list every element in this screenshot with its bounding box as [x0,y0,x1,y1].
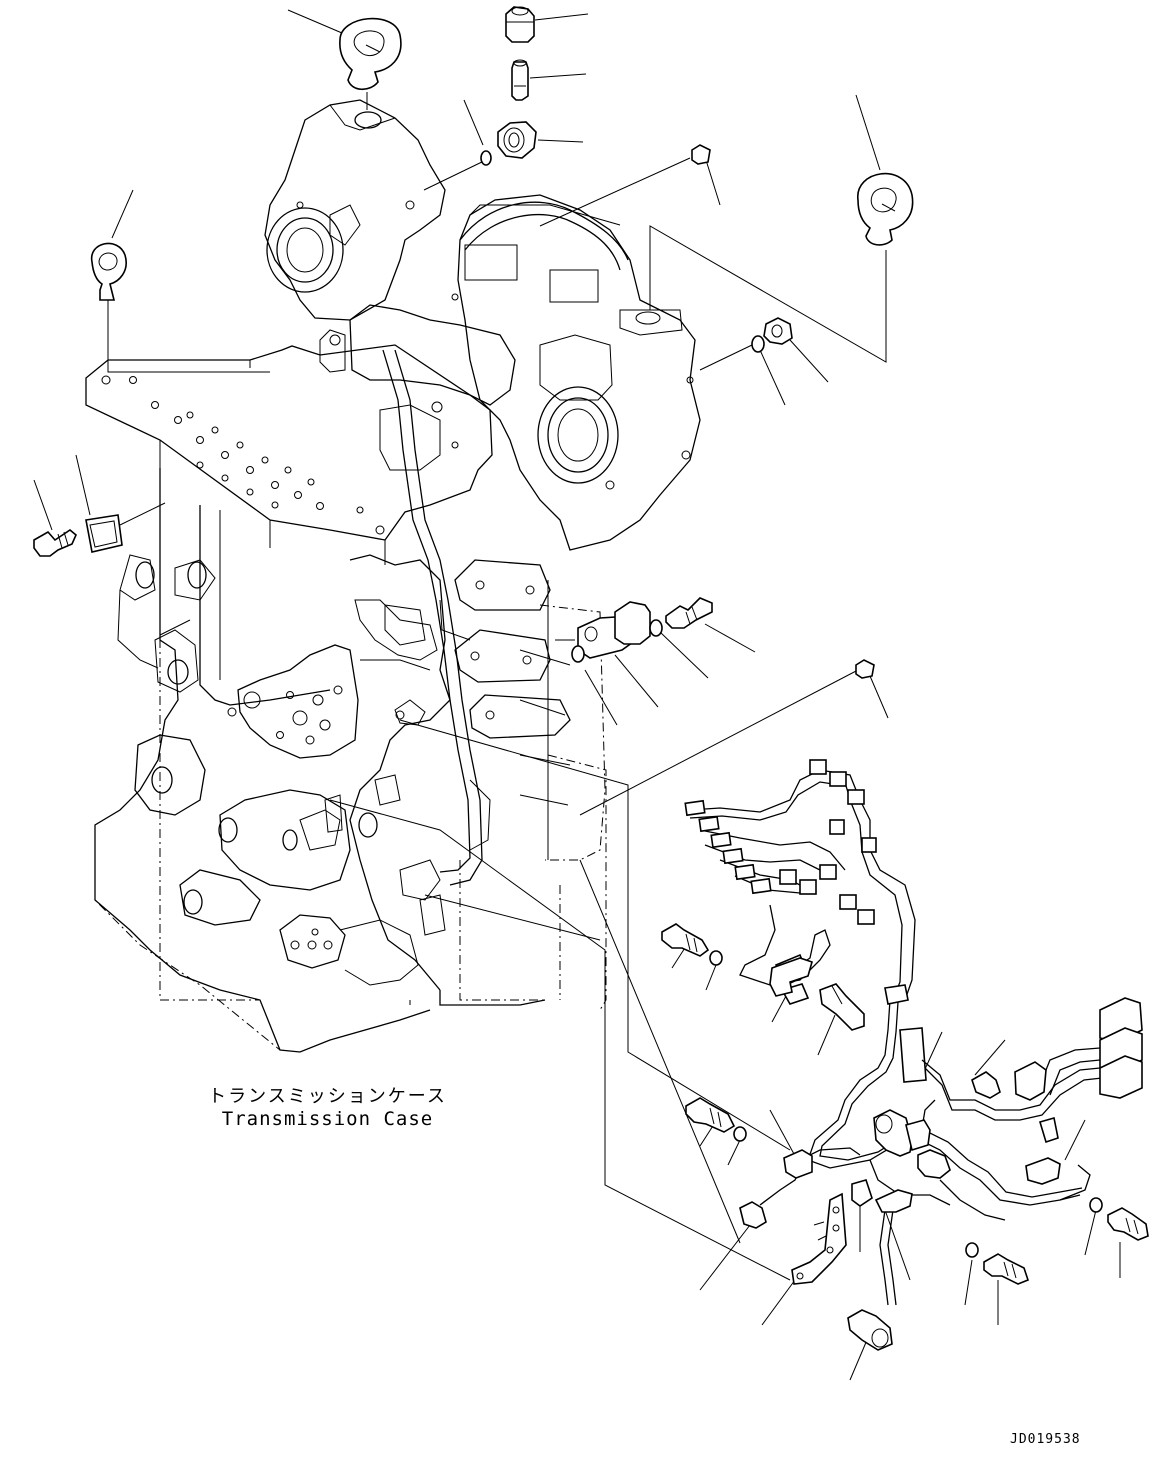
drawing-id: JD019538 [1010,1432,1081,1447]
breather-cap [691,144,875,679]
transmission-case [85,99,701,1053]
case-label-english: Transmission Case [221,1108,434,1130]
brackets-and-clamps [769,957,1061,1285]
dowel-pin [511,59,529,101]
eye-bolt-top [339,17,402,91]
pressure-sensors [661,923,1149,1351]
speed-sensor [571,597,713,663]
eye-bolt-right [857,172,914,246]
case-label-japanese: トランスミッションケース [208,1086,447,1107]
o-ring [480,150,492,166]
wiring-harness [684,759,1143,1306]
eye-bolt-left [91,242,127,301]
right-nut-oring [751,317,793,353]
plug [505,6,535,43]
bolt-and-gasket-plate [33,514,123,557]
elbow-fitting [497,121,537,159]
leader-lines [33,9,1121,1381]
